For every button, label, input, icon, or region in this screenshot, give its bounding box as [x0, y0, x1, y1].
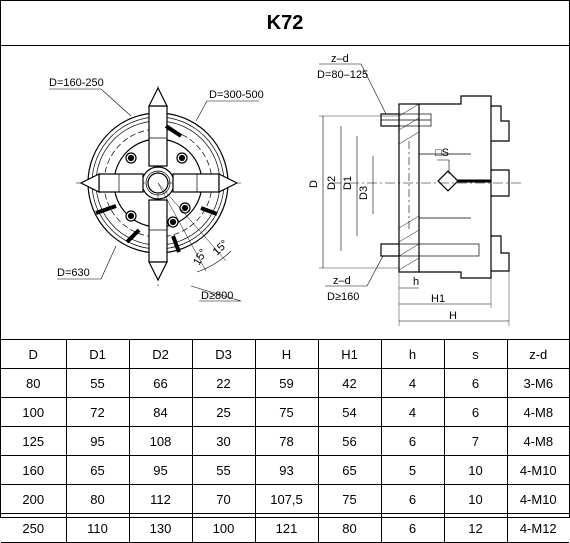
page-title: K72: [1, 1, 569, 46]
header-cell: D: [1, 339, 67, 369]
table-row: 100 72 84 25 75 54 4 6 4-M8: [1, 397, 569, 427]
table-cell: 65: [65, 455, 130, 485]
table-cell: 30: [191, 426, 256, 456]
table-cell: 100: [1, 397, 67, 427]
table-cell: 10: [443, 455, 508, 485]
label-dim-D2: D2: [326, 176, 338, 190]
header-cell: D2: [128, 339, 193, 369]
label-z-d-bottom: z–d: [333, 275, 351, 287]
spec-table: D D1 D2 D3 H H1 h s z-d 80 55 66 22 59 4…: [1, 339, 569, 543]
table-cell: 54: [317, 397, 382, 427]
label-square-s: □S: [435, 147, 449, 159]
label-dim-D: D: [308, 180, 320, 188]
table-cell: 6: [380, 426, 445, 456]
label-angle-15-a: 15°: [191, 247, 210, 267]
table-cell: 95: [65, 426, 130, 456]
label-dim-h: h: [413, 276, 419, 288]
table-cell: 4-M8: [506, 397, 569, 427]
header-cell: H1: [317, 339, 382, 369]
table-cell: 80: [1, 368, 67, 398]
label-d-ge-160: D≥160: [327, 291, 359, 303]
table-cell: 22: [191, 368, 256, 398]
table-cell: 6: [443, 397, 508, 427]
header-cell: D1: [65, 339, 130, 369]
header-cell: D3: [191, 339, 256, 369]
label-dim-H1: H1: [431, 293, 445, 305]
table-row: 125 95 108 30 78 56 6 7 4-M8: [1, 426, 569, 456]
table-cell: 7: [443, 426, 508, 456]
table-cell: 95: [128, 455, 193, 485]
table-cell: 10: [443, 484, 508, 514]
table-cell: 125: [1, 426, 67, 456]
label-d-80-125: D=80–125: [317, 69, 368, 81]
table-cell: 70: [191, 484, 256, 514]
table-cell: 3-M6: [506, 368, 569, 398]
table-cell: 6: [443, 368, 508, 398]
label-d-160-250: D=160-250: [49, 77, 104, 89]
table-cell: 4-M8: [506, 426, 569, 456]
table-cell: 4-M10: [506, 455, 569, 485]
table-cell: 78: [254, 426, 319, 456]
side-view: [319, 63, 521, 326]
label-dim-D3: D3: [358, 186, 370, 200]
table-cell: 4-M10: [506, 484, 569, 514]
table-cell: 4: [380, 368, 445, 398]
table-cell: 25: [191, 397, 256, 427]
table-cell: 5: [380, 455, 445, 485]
label-z-d-top: z–d: [331, 53, 349, 65]
header-cell: H: [254, 339, 319, 369]
header-cell: s: [443, 339, 508, 369]
table-cell: 160: [1, 455, 67, 485]
table-cell: 75: [317, 484, 382, 514]
table-cell: 200: [1, 484, 67, 514]
table-cell: 59: [254, 368, 319, 398]
table-cell: 6: [380, 484, 445, 514]
table-cell: 112: [128, 484, 193, 514]
table-cell: 65: [317, 455, 382, 485]
table-row: 160 65 95 55 93 65 5 10 4-M10: [1, 455, 569, 485]
table-cell: 75: [254, 397, 319, 427]
table-cell: 84: [128, 397, 193, 427]
table-cell: 108: [128, 426, 193, 456]
table-header-row: D D1 D2 D3 H H1 h s z-d: [1, 339, 569, 369]
label-d-630: D=630: [57, 267, 90, 279]
label-angle-15-b: 15°: [211, 238, 231, 258]
table-cell: 56: [317, 426, 382, 456]
label-dim-H: H: [449, 310, 457, 322]
table-cell: 66: [128, 368, 193, 398]
header-cell: h: [380, 339, 445, 369]
label-d-300-500: D=300-500: [209, 89, 264, 101]
label-dim-D1: D1: [342, 176, 354, 190]
table-cell: 80: [65, 484, 130, 514]
table-cell: 93: [254, 455, 319, 485]
table-cell: 72: [65, 397, 130, 427]
table-cell: 55: [65, 368, 130, 398]
table-row: 200 80 112 70 107,5 75 6 10 4-M10: [1, 484, 569, 514]
header-cell: z-d: [506, 339, 569, 369]
label-d-ge-800: D≥800: [201, 290, 233, 302]
table-cell: 42: [317, 368, 382, 398]
technical-drawing: D=160-250 D=300-500 D=630 D≥800 15° 15°: [1, 46, 569, 339]
table-cell: 55: [191, 455, 256, 485]
table-cell: 4: [380, 397, 445, 427]
table-cell: 107,5: [254, 484, 319, 514]
front-view: [49, 86, 259, 302]
table-row: 80 55 66 22 59 42 4 6 3-M6: [1, 368, 569, 398]
